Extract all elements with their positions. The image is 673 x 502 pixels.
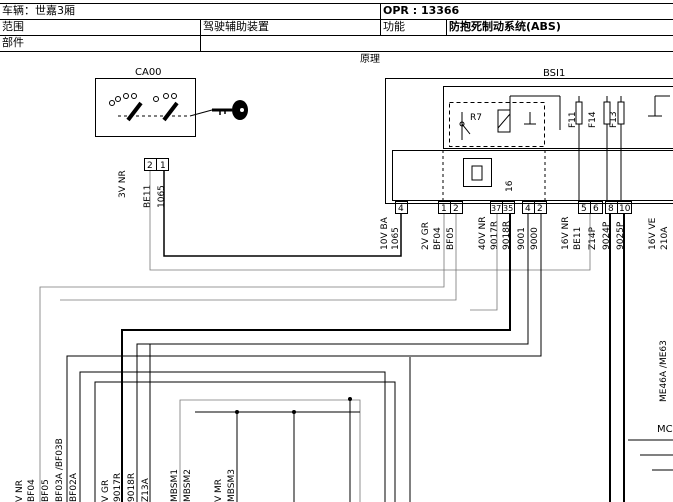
c3-pin-37: 37: [491, 204, 501, 213]
bottom-g1-label-2: 9018R: [127, 473, 137, 502]
bottom-g0-label-2: BF05: [41, 479, 51, 502]
bsi1-component: BSI1 R7: [380, 68, 673, 250]
c4-label-4: 9025P: [616, 221, 626, 250]
c4-label-0: 16V NR: [561, 217, 571, 250]
bottom-g2-label-0: MBSM1: [170, 469, 180, 502]
vehicle-label: 车辆：世嘉3厢: [2, 4, 75, 17]
principle-label: 原理: [360, 53, 380, 65]
bsi1-name: BSI1: [543, 68, 565, 79]
c3-pin-35: 35: [503, 204, 513, 213]
bottom-labels: V NR BF04 BF05 BF03A /BF03B BF02A V GR 9…: [15, 438, 237, 502]
c1-label-1: 1065: [391, 227, 401, 250]
bottom-g1-label-3: Z13A: [141, 477, 151, 502]
fuse-f14-label: F14: [588, 111, 598, 128]
header-table: 车辆：世嘉3厢 OPR : 13366 范围 驾驶辅助装置 功能 防抱死制动系统…: [0, 0, 673, 52]
ca00-wire-label-1: BE11: [143, 185, 153, 208]
bottom-g0-label-1: BF04: [27, 479, 37, 502]
mc-label: MC4: [657, 424, 673, 435]
fuse-f13-label: F13: [609, 111, 619, 128]
bottom-g0-label-3: BF03A /BF03B: [55, 438, 65, 502]
bsi1-relay: R7: [470, 113, 482, 123]
c4-label-1: BE11: [573, 227, 583, 250]
wire-network: [39, 171, 673, 502]
header-grid-lines: [0, 3, 673, 52]
bottom-g0-label-4: BF02A: [69, 472, 79, 502]
parts-label: 部件: [2, 36, 24, 49]
bottom-g3-label-1: MBSM3: [227, 469, 237, 502]
bottom-g1-label-1: 9017R: [113, 473, 123, 502]
bottom-g2-label-1: MBSM2: [183, 469, 193, 502]
wire-junctions: [235, 397, 352, 414]
c5-label-0: 16V VE: [648, 217, 658, 250]
c2-label-2: BF05: [446, 227, 456, 250]
function-value: 防抱死制动系统(ABS): [449, 20, 561, 33]
c3-label-2: 9018R: [502, 221, 512, 250]
me-label: ME46A /ME63: [659, 340, 669, 402]
c3-label-4: 9000: [530, 227, 540, 250]
ca00-name: CA00: [135, 67, 162, 78]
c2-pin-1: 1: [441, 204, 447, 214]
c3-pin-4: 4: [525, 204, 531, 214]
ca00-pin-1: 1: [160, 161, 166, 171]
scope-value: 驾驶辅助装置: [203, 20, 269, 33]
c2-label-1: BF04: [433, 227, 443, 250]
c5-label-1: 210A: [660, 226, 670, 250]
scope-label: 范围: [2, 20, 24, 33]
c1-label-0: 10V BA: [380, 216, 390, 250]
bsi1-inner-pin: 16: [505, 180, 515, 192]
function-label: 功能: [383, 20, 405, 33]
c4-pin-8: 8: [608, 204, 614, 214]
ca00-component: CA00 2 1 3V NR BE11 1065: [95, 67, 248, 208]
bottom-g1-label-0: V GR: [101, 480, 111, 502]
ca00-wire-label-0: 3V NR: [118, 170, 128, 198]
c3-label-1: 9017R: [490, 221, 500, 250]
bottom-g0-label-0: V NR: [15, 480, 25, 502]
c3-label-0: 40V NR: [478, 217, 488, 250]
wiring-diagram: 原理 CA00 2 1 3V NR BE1: [15, 53, 673, 502]
fuse-f11-label: F11: [568, 111, 578, 128]
ca00-pin-2: 2: [147, 161, 153, 171]
c2-pin-2: 2: [453, 204, 459, 214]
c3-pin-2: 2: [537, 204, 543, 214]
c3-label-3: 9001: [517, 227, 527, 250]
bottom-g3-label-0: V MR: [214, 479, 224, 502]
c4-pin-5: 5: [581, 204, 587, 214]
c2-label-0: 2V GR: [421, 222, 431, 250]
opr-label: OPR : 13366: [383, 4, 460, 17]
c1-pin-4: 4: [398, 204, 404, 214]
ca00-wire-label-2: 1065: [157, 185, 167, 208]
c4-label-2: Z14P: [588, 226, 598, 250]
c4-pin-10: 10: [619, 204, 631, 214]
c4-pin-6: 6: [593, 204, 599, 214]
c4-label-3: 9024P: [602, 221, 612, 250]
key-icon: [212, 100, 248, 120]
